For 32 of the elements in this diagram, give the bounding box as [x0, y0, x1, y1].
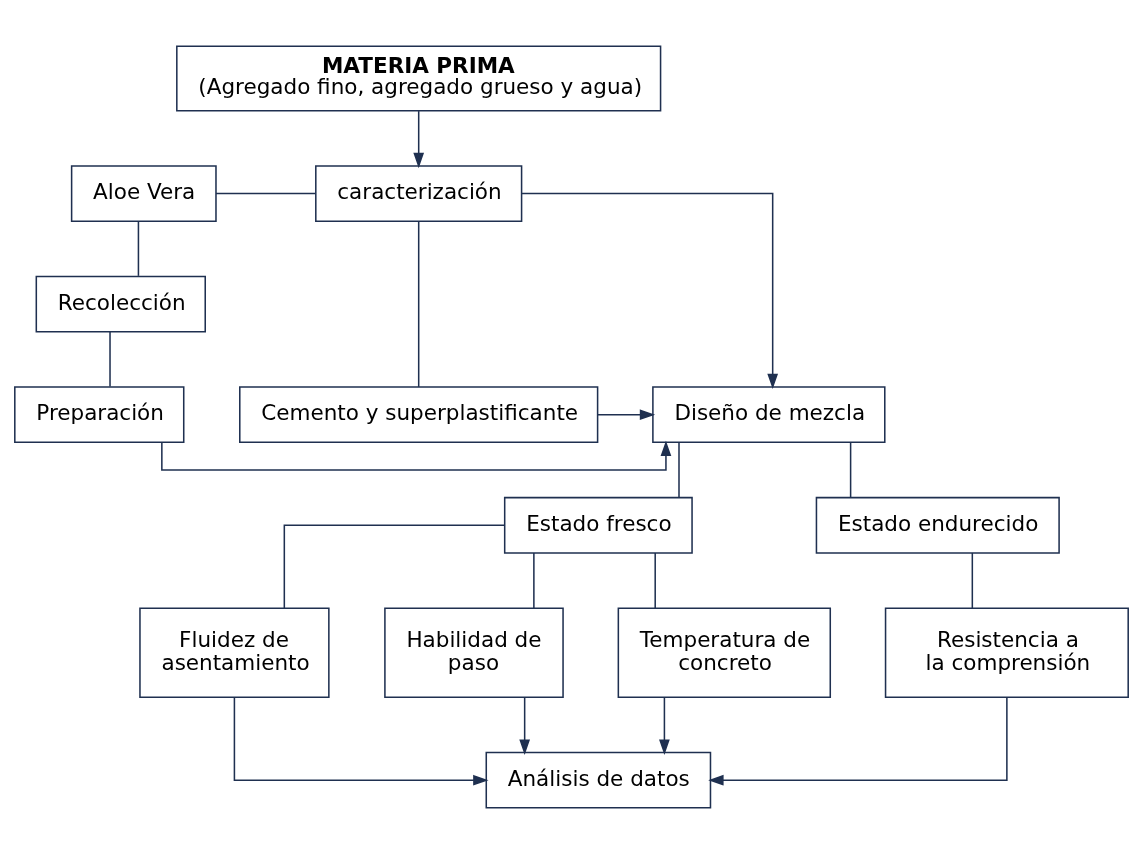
connector [137, 220, 140, 277]
arrow [708, 696, 1008, 786]
connector [215, 192, 317, 194]
node-box: Recolección [35, 275, 206, 333]
node-box: MATERIA PRIMA (Agregado fino, agregado grueso y agua) [176, 44, 662, 111]
connector [849, 441, 852, 498]
node-box: Habilidad de paso [384, 606, 564, 698]
connector [678, 441, 680, 498]
connector [654, 551, 656, 609]
arrow [597, 408, 656, 420]
arrow [519, 696, 531, 755]
node-box: Diseño de mezcla [652, 385, 886, 443]
node-box: Cemento y superplastificante [239, 385, 599, 443]
arrow [161, 440, 672, 471]
node-box: Aloe Vera [70, 164, 217, 222]
arrow [521, 192, 779, 389]
node-box: Resistencia a la comprensión [884, 606, 1129, 698]
node-box: caracterización [315, 164, 523, 222]
arrow [413, 109, 425, 168]
arrow [233, 696, 489, 786]
connector [417, 220, 420, 388]
node-box: Estado fresco [503, 496, 693, 554]
connector [109, 330, 111, 387]
connector [283, 524, 506, 609]
connector [971, 551, 974, 609]
arrow [659, 696, 670, 755]
node-box: Preparación [14, 385, 185, 443]
node-box: Análisis de datos [485, 751, 712, 809]
node-box: Estado endurecido [815, 496, 1060, 554]
connector [533, 551, 535, 609]
node-box: Fluidez de asentamiento [139, 606, 330, 698]
node-box: Temperatura de concreto [617, 606, 832, 698]
